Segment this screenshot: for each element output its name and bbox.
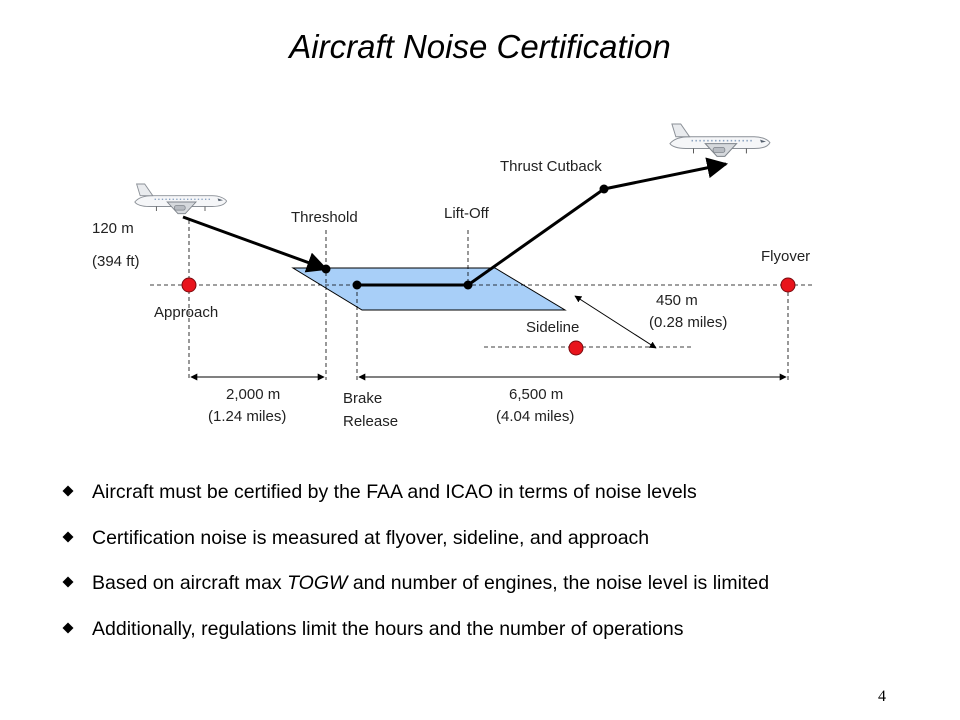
runway bbox=[291, 267, 567, 311]
approach-path bbox=[182, 215, 328, 273]
diamond-bullet-icon bbox=[62, 485, 75, 498]
bullet-list: Aircraft must be certified by the FAA an… bbox=[62, 478, 942, 660]
diamond-bullet-icon bbox=[62, 576, 75, 589]
approach-airplane-icon bbox=[134, 183, 228, 215]
bullet-text: Aircraft must be certified by the FAA an… bbox=[92, 481, 697, 503]
bullet-item: Certification noise is measured at flyov… bbox=[62, 524, 942, 570]
diamond-bullet-icon bbox=[62, 622, 75, 635]
slide-title: Aircraft Noise Certification bbox=[289, 28, 671, 65]
approach-distance-m-label: 2,000 m bbox=[226, 386, 280, 403]
sideline-distance-mi-label: (0.28 miles) bbox=[649, 314, 727, 331]
bullet-item: Based on aircraft max TOGW and number of… bbox=[62, 569, 942, 615]
thrust-cutback-point bbox=[599, 184, 609, 194]
bullet-text: Additionally, regulations limit the hour… bbox=[92, 617, 684, 640]
brake-label: Brake bbox=[343, 390, 382, 407]
altitude-m-label: 120 m bbox=[92, 220, 134, 237]
approach-label: Approach bbox=[154, 304, 218, 321]
cutback-path bbox=[603, 157, 729, 191]
departure-airplane-icon bbox=[669, 123, 771, 158]
altitude-ft-label: (394 ft) bbox=[92, 253, 140, 270]
flyover-measurement-point bbox=[780, 277, 796, 293]
threshold-label: Threshold bbox=[291, 209, 358, 226]
flyover-distance-m-label: 6,500 m bbox=[509, 386, 563, 403]
sideline-measurement-point bbox=[568, 340, 584, 356]
thrust-cutback-label: Thrust Cutback bbox=[500, 158, 602, 175]
diamond-bullet-icon bbox=[62, 531, 75, 544]
flyover-distance-mi-label: (4.04 miles) bbox=[496, 408, 574, 425]
sideline-label: Sideline bbox=[526, 319, 579, 336]
page-number: 4 bbox=[878, 688, 886, 705]
lift-off-label: Lift-Off bbox=[444, 205, 490, 222]
bullet-text: Certification noise is measured at flyov… bbox=[92, 526, 650, 549]
approach-distance-mi-label: (1.24 miles) bbox=[208, 408, 286, 425]
bullet-item: Aircraft must be certified by the FAA an… bbox=[62, 478, 942, 524]
bullet-emphasis: TOGW bbox=[287, 572, 348, 594]
bullet-text-before: Based on aircraft max bbox=[92, 572, 288, 594]
release-label: Release bbox=[343, 413, 398, 430]
threshold-point bbox=[321, 264, 331, 274]
brake-release-point bbox=[352, 280, 362, 290]
noise-certification-diagram: 120 m (394 ft) Threshold Lift-Off Thrust… bbox=[92, 123, 815, 430]
climb-path bbox=[467, 187, 605, 287]
approach-measurement-point bbox=[181, 277, 197, 293]
bullet-item: Additionally, regulations limit the hour… bbox=[62, 615, 942, 661]
lift-off-point bbox=[463, 280, 473, 290]
sideline-distance-arrow bbox=[574, 295, 657, 349]
sideline-distance-m-label: 450 m bbox=[656, 292, 698, 309]
bullet-text-after: and number of engines, the noise level i… bbox=[347, 572, 770, 594]
flyover-label: Flyover bbox=[761, 248, 810, 265]
